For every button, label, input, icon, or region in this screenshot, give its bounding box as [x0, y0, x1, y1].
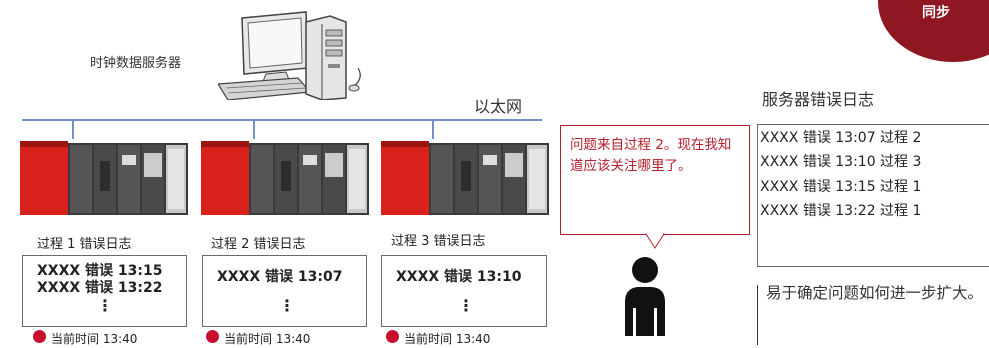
server-log-entry: XXXX 错误 13:22 过程 1 — [760, 203, 922, 219]
plc-unit-1-icon — [20, 141, 188, 215]
speech-bubble: 问题来自过程 2。现在我知道应该关注哪里了。 — [560, 125, 750, 235]
process-1-more-dots: ⋮ — [97, 296, 113, 315]
ethernet-line — [22, 119, 542, 121]
process-3-log-box: XXXX 错误 13:10 ⋮ — [381, 255, 547, 327]
note: 易于确定问题如何进一步扩大。 — [757, 284, 989, 345]
speech-bubble-text: 问题来自过程 2。现在我知道应该关注哪里了。 — [570, 137, 732, 174]
process-3-log-line-1: XXXX 错误 13:10 — [396, 269, 522, 285]
clock-icon — [206, 330, 219, 343]
server-label: 时钟数据服务器 — [90, 56, 182, 71]
ethernet-drop-3 — [432, 119, 434, 139]
server-computer-icon — [218, 11, 361, 100]
process-3-label: 过程 3 错误日志 — [391, 234, 486, 249]
ethernet-label: 以太网 — [474, 97, 523, 116]
ethernet-drop-1 — [72, 119, 74, 139]
process-3-time: 当前时间 13:40 — [404, 332, 491, 346]
server-log-title: 服务器错误日志 — [762, 90, 875, 109]
sync-badge: 同步 — [878, 0, 989, 62]
person-icon — [625, 257, 665, 336]
sync-badge-text: 同步 — [922, 5, 950, 21]
process-1-time: 当前时间 13:40 — [51, 332, 138, 346]
process-1-label: 过程 1 错误日志 — [37, 237, 132, 252]
process-3-more-dots: ⋮ — [458, 296, 474, 315]
server-log-entry: XXXX 错误 13:10 过程 3 — [760, 154, 922, 170]
process-1-log-box: XXXX 错误 13:15 XXXX 错误 13:22 ⋮ — [22, 255, 187, 327]
server-log-entry: XXXX 错误 13:15 过程 1 — [760, 179, 922, 195]
plc-unit-2-icon — [201, 141, 369, 215]
process-2-label: 过程 2 错误日志 — [211, 237, 306, 252]
ethernet-drop-2 — [253, 119, 255, 139]
process-2-log-line-1: XXXX 错误 13:07 — [217, 269, 343, 285]
speech-bubble-tail — [646, 233, 665, 249]
process-2-log-box: XXXX 错误 13:07 ⋮ — [202, 255, 367, 327]
plc-unit-3-icon — [381, 141, 549, 215]
clock-icon — [386, 330, 399, 343]
process-1-log-line-1: XXXX 错误 13:15 — [37, 263, 163, 279]
server-log-entry: XXXX 错误 13:07 过程 2 — [760, 130, 922, 146]
process-2-time: 当前时间 13:40 — [224, 332, 311, 346]
note-text: 易于确定问题如何进一步扩大。 — [766, 284, 984, 302]
clock-icon — [33, 330, 46, 343]
process-1-log-line-2: XXXX 错误 13:22 — [37, 280, 163, 296]
process-2-more-dots: ⋮ — [279, 296, 295, 315]
server-log-box: XXXX 错误 13:07 过程 2 XXXX 错误 13:10 过程 3 XX… — [757, 124, 989, 267]
